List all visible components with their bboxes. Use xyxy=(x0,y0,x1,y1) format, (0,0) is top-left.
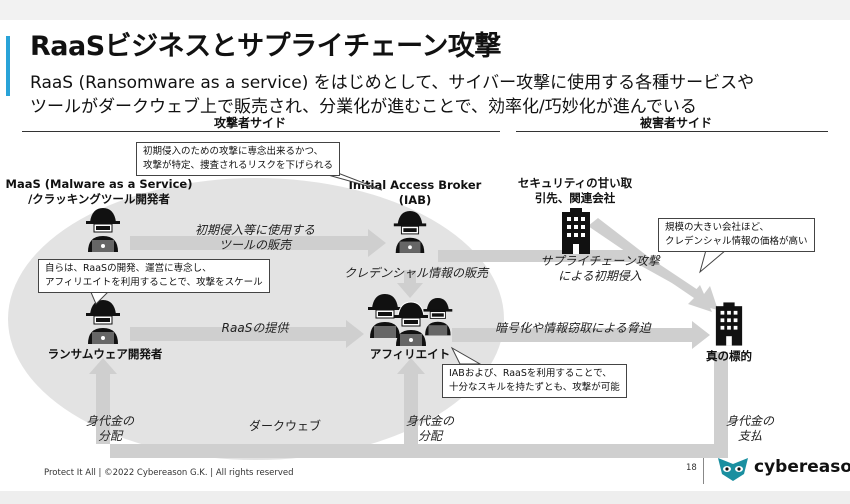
cred-sale-label: クレデンシャル情報の販売 xyxy=(343,266,488,280)
footer-divider xyxy=(703,458,704,484)
target-building-icon xyxy=(715,302,743,346)
iab-hacker-icon xyxy=(393,211,427,253)
cybereason-logo-icon xyxy=(718,458,748,481)
ransom-loop-arrow xyxy=(89,352,728,458)
slide-title: RaaSビジネスとサプライチェーン攻撃 xyxy=(30,31,501,62)
weak-company-label: セキュリティの甘い取 引先、関連会社 xyxy=(510,176,640,206)
price-callout-line2: クレデンシャル情報の価格が高い xyxy=(665,236,808,247)
affiliate-callout-line1: IABおよび、RaaSを利用することで、 xyxy=(449,368,612,379)
tool-sale-arrow xyxy=(130,229,386,257)
affiliate-callout-line2: 十分なスキルを持たずとも、攻撃が可能 xyxy=(449,382,620,393)
maas-label: MaaS (Malware as a Service) /クラッキングツール開発… xyxy=(4,177,194,207)
raas-callout: 自らは、RaaSの開発、運営に専念し、 アフィリエイトを利用することで、攻撃をス… xyxy=(38,259,270,293)
price-callout: 規模の大きい会社ほど、 クレデンシャル情報の価格が高い xyxy=(658,218,815,252)
ransom-distribution-1-line1: 身代金の xyxy=(85,414,134,428)
price-callout-pointer xyxy=(699,249,728,274)
extortion-label: 暗号化や情報窃取による脅迫 xyxy=(495,321,651,335)
supply-chain-label-line2: による初期侵入 xyxy=(558,269,642,283)
ransom-distribution-1-line2: 分配 xyxy=(97,429,122,443)
raas-provide-arrow xyxy=(130,320,364,348)
ransom-payment-line2: 支払 xyxy=(737,429,762,443)
darkweb-label: ダークウェブ xyxy=(248,419,321,433)
weak-company-building-icon xyxy=(562,208,590,254)
tool-sale-label-line1: 初期侵入等に使用する xyxy=(194,223,315,237)
iab-callout-line2: 攻撃が特定、捜査されるリスクを下げられる xyxy=(143,160,334,171)
iab-label-line1: Initial Access Broker xyxy=(348,178,482,192)
cred-sale-arrow xyxy=(397,270,423,298)
iab-callout: 初期侵入のための攻撃に専念出来るかつ、 攻撃が特定、捜査されるリスクを下げられる xyxy=(136,142,341,176)
iab-label-line2: (IAB) xyxy=(398,193,432,207)
supply-chain-label: サプライチェーン攻撃 による初期侵入 xyxy=(530,254,670,284)
top-bar xyxy=(0,0,850,20)
maas-hacker-icon xyxy=(86,208,120,252)
title-accent-bar xyxy=(6,36,10,96)
price-callout-line1: 規模の大きい会社ほど、 xyxy=(665,222,770,233)
intro-line-2: ツールがダークウェブ上で販売され、分業化が進むことで、効率化/巧妙化が進んでいる xyxy=(30,97,697,117)
supply-chain-label-line1: サプライチェーン攻撃 xyxy=(540,254,660,268)
maas-label-line1: MaaS (Malware as a Service) xyxy=(5,177,193,191)
iab-label: Initial Access Broker (IAB) xyxy=(340,178,490,208)
affiliate-callout-pointer xyxy=(450,346,482,365)
tool-sale-label: 初期侵入等に使用する ツールの販売 xyxy=(180,223,330,253)
ransom-payment-label: 身代金の 支払 xyxy=(720,414,780,444)
ransom-distribution-2-line1: 身代金の xyxy=(405,414,454,428)
supply-chain-arrow xyxy=(588,218,712,312)
bottom-bar xyxy=(0,491,850,504)
page-number: 18 xyxy=(686,463,697,473)
victim-side-heading: 被害者サイド xyxy=(639,116,712,130)
raas-callout-line1: 自らは、RaaSの開発、運営に専念し、 xyxy=(45,263,212,274)
raas-dev-label: ランサムウェア開発者 xyxy=(47,347,163,361)
intro-line-1: RaaS (Ransomware as a service) をはじめとして、サ… xyxy=(30,73,755,93)
weak-company-label-line1: セキュリティの甘い取 xyxy=(517,176,633,190)
iab-callout-line1: 初期侵入のための攻撃に専念出来るかつ、 xyxy=(143,146,324,157)
ransom-distribution-label-1: 身代金の 分配 xyxy=(80,414,140,444)
target-label: 真の標的 xyxy=(706,349,752,363)
affiliate-callout: IABおよび、RaaSを利用することで、 十分なスキルを持たずとも、攻撃が可能 xyxy=(442,364,627,398)
ransom-payment-line1: 身代金の xyxy=(725,414,774,428)
weak-company-label-line2: 引先、関連会社 xyxy=(534,191,616,205)
victim-side-rule xyxy=(516,131,828,132)
footer-text: Protect It All | ©2022 Cybereason G.K. |… xyxy=(44,468,294,478)
attacker-side-heading: 攻撃者サイド xyxy=(213,116,286,130)
cybereason-logo-text: cybereason xyxy=(754,457,850,477)
affiliate-hackers-icon xyxy=(368,294,453,346)
affiliate-label: アフィリエイト xyxy=(369,347,451,361)
extortion-arrow xyxy=(452,321,710,349)
raas-provide-label: RaaSの提供 xyxy=(221,321,289,335)
raas-callout-line2: アフィリエイトを利用することで、攻撃をスケール xyxy=(45,277,263,288)
tool-sale-label-line2: ツールの販売 xyxy=(218,238,291,252)
attacker-side-rule xyxy=(22,131,500,132)
ransom-distribution-label-2: 身代金の 分配 xyxy=(400,414,460,444)
ransom-distribution-2-line2: 分配 xyxy=(417,429,442,443)
maas-label-line2: /クラッキングツール開発者 xyxy=(28,192,170,206)
